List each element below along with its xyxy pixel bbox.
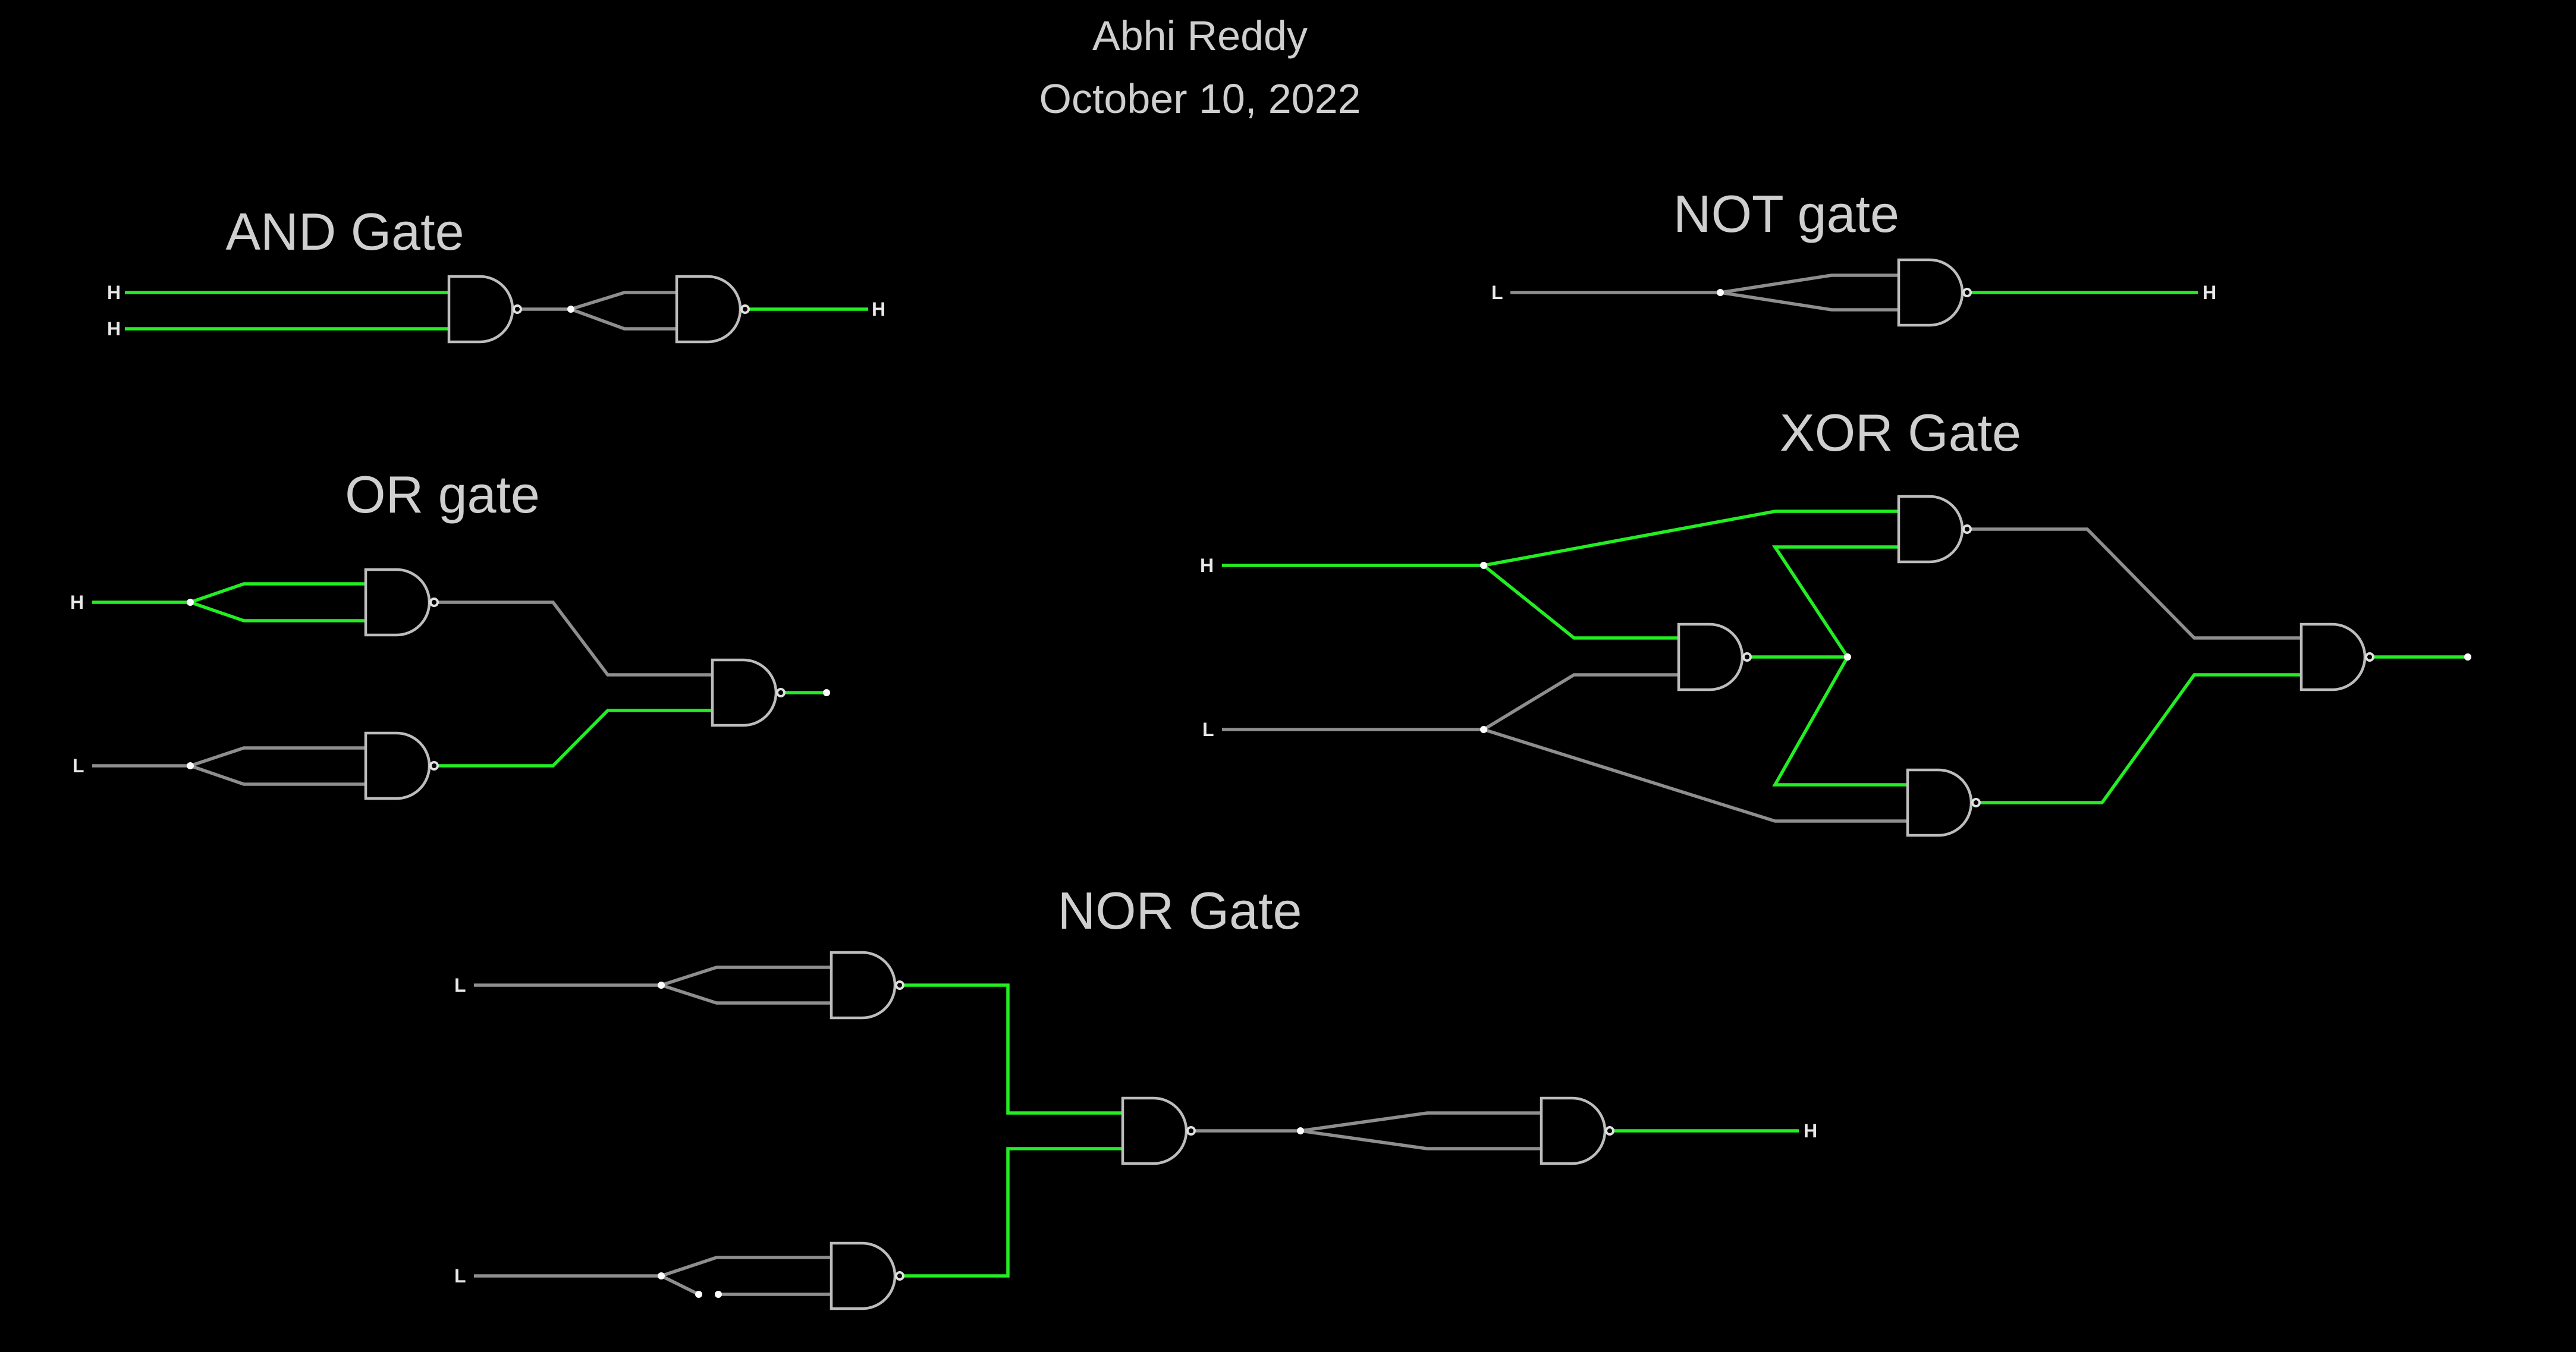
junction-dot: [1717, 289, 1724, 296]
junction-dot: [715, 1291, 722, 1298]
wire-nor-inv-bottom: [1300, 1129, 1541, 1150]
wire-nor-in-a-top: [474, 966, 831, 987]
pin-label: H: [107, 318, 121, 339]
wire-nor-inv-top: [1190, 1111, 1541, 1133]
junction-dot: [1480, 726, 1487, 733]
wire-nor-mid-a: [899, 983, 1123, 1115]
pin-label: L: [1491, 282, 1503, 303]
inverter-bubble: [1605, 1126, 1614, 1136]
junction-dot: [567, 306, 574, 313]
nand-gate: [675, 275, 742, 344]
wire-nor-in-b-top: [474, 1256, 831, 1278]
wire-not-in-top: [1510, 273, 1899, 294]
pin-label: H: [1804, 1120, 1817, 1142]
nand-gate: [830, 1241, 897, 1310]
pin-label: H: [2203, 282, 2216, 303]
not-gate-title: NOT gate: [1673, 184, 1899, 243]
inverter-bubble: [1962, 524, 1972, 534]
inverter-bubble: [429, 761, 439, 771]
pin-label: H: [1200, 555, 1214, 576]
wire-nor-in-a-bottom: [661, 983, 831, 1005]
inverter-bubble: [776, 688, 786, 697]
wire-or-in-a-top: [92, 582, 366, 604]
pin-label: H: [107, 282, 121, 303]
nand-gate: [830, 951, 897, 1020]
junction-dot: [1480, 562, 1487, 569]
inverter-bubble: [1971, 798, 1981, 807]
nand-gate: [711, 658, 778, 727]
pin-label: H: [70, 592, 84, 613]
output-dot: [2464, 653, 2471, 661]
inverter-bubble: [1962, 288, 1972, 297]
wire-xor-b-to-nand3: [1483, 728, 1908, 823]
nand-gate: [1897, 495, 1964, 564]
and-gate-title: AND Gate: [225, 202, 464, 261]
nor-gate-title: NOR Gate: [1058, 881, 1302, 940]
nand-gate: [1906, 768, 1973, 837]
inverter-bubble: [2365, 652, 2374, 662]
nand-gate: [1540, 1096, 1607, 1165]
pin-label: L: [73, 755, 84, 776]
wire-nor-mid-b: [899, 1147, 1123, 1278]
and-gate-circuit: H H H: [107, 275, 885, 344]
junction-dot: [1297, 1127, 1304, 1134]
junction-dot: [658, 1272, 665, 1279]
wire-and-mid-bottom: [570, 307, 677, 331]
wire-or-mid-b: [433, 709, 712, 768]
wire-xor-nand1-to-nand2: [1746, 545, 1899, 659]
wire-not-in-bottom: [1720, 291, 1899, 312]
not-gate-circuit: L H: [1491, 258, 2216, 327]
wire-xor-nand3-out: [1975, 673, 2301, 804]
pin-label: L: [454, 1265, 466, 1287]
author-name: Abhi Reddy: [1092, 12, 1308, 59]
nor-gate-circuit: L L H: [454, 951, 1817, 1310]
wire-or-in-b-top: [92, 746, 366, 768]
date-text: October 10, 2022: [1039, 76, 1361, 122]
pin-label: L: [454, 974, 466, 996]
inverter-bubble: [513, 304, 522, 314]
inverter-bubble: [429, 598, 439, 607]
wire-or-mid-a: [433, 600, 712, 677]
wire-xor-nand1-to-nand3: [1772, 656, 1908, 787]
nand-gate: [1121, 1096, 1188, 1165]
junction-dot: [695, 1291, 702, 1298]
wire-xor-a-to-nand1: [1482, 564, 1679, 640]
junction-dot: [1844, 653, 1851, 661]
pin-label: H: [872, 298, 885, 320]
nand-gate: [364, 731, 431, 800]
wire-nor-in-b-stub: [660, 1274, 700, 1296]
or-gate-title: OR gate: [345, 465, 540, 524]
inverter-bubble: [1186, 1126, 1196, 1136]
xor-gate-circuit: H L: [1200, 495, 2471, 837]
nand-gate: [1677, 622, 1744, 691]
nand-gate: [2299, 622, 2367, 691]
junction-dot: [187, 599, 194, 606]
wire-or-in-a-bottom: [190, 600, 366, 622]
nand-gate: [447, 275, 514, 344]
wire-xor-in-a: [1222, 510, 1899, 567]
nand-gate: [364, 568, 431, 637]
inverter-bubble: [1742, 652, 1752, 662]
wire-xor-b-to-nand1: [1222, 673, 1679, 731]
output-dot: [823, 689, 830, 696]
junction-dot: [658, 982, 665, 989]
wire-or-in-b-bottom: [190, 764, 366, 786]
wire-xor-nand2-out: [1966, 527, 2301, 640]
inverter-bubble: [740, 304, 750, 314]
inverter-bubble: [895, 1271, 904, 1281]
inverter-bubble: [895, 980, 904, 990]
junction-dot: [187, 762, 194, 769]
wire-and-mid-top: [516, 291, 677, 311]
nand-gate: [1897, 258, 1964, 327]
xor-gate-title: XOR Gate: [1780, 403, 2021, 462]
or-gate-circuit: H L: [70, 568, 830, 800]
pin-label: L: [1202, 719, 1214, 740]
